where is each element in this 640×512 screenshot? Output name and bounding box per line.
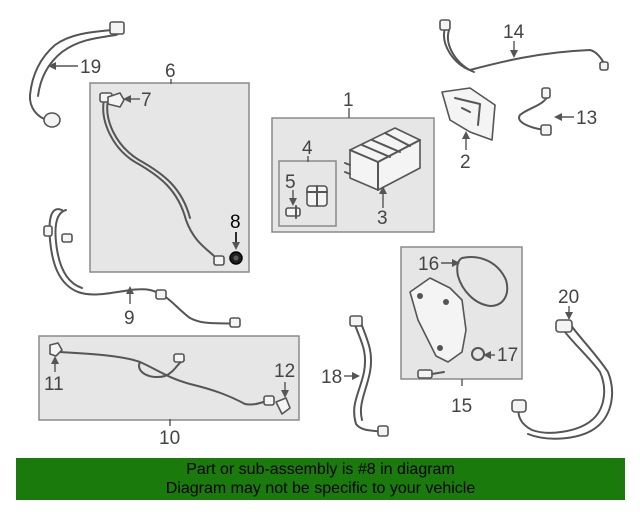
tube-6 [99,92,225,266]
callout-4: 4 [302,138,313,159]
bolt-15 [417,369,445,379]
group-box-6 [89,82,250,273]
sensor-5 [285,205,301,219]
callout-5: 5 [285,172,296,193]
canister-3 [344,127,421,191]
housing-15 [409,277,467,363]
footer-line-1: Part or sub-assembly is #8 in diagram [186,461,455,478]
clip-11 [49,342,63,357]
callout-7: 7 [141,90,152,111]
callout-10: 10 [159,428,180,449]
hose-19 [28,21,125,128]
hose-20 [511,319,614,440]
callout-9: 9 [124,308,135,329]
callout-19: 19 [80,57,101,78]
callout-2: 2 [460,152,471,173]
callout-17: 17 [497,345,518,366]
tube-9 [43,208,241,328]
callout-6: 6 [165,61,176,82]
callout-14: 14 [503,22,525,43]
callout-13: 13 [576,108,597,129]
callout-12: 12 [274,361,295,382]
callout-15: 15 [451,396,472,417]
clip-12 [275,397,291,415]
fitting-7 [107,92,125,108]
footer-line-2: Diagram may not be specific to your vehi… [165,480,476,497]
callout-18: 18 [321,367,342,388]
gasket-16 [456,256,509,307]
callout-1: 1 [343,90,354,111]
parts-diagram: 19 6 7 8 1 3 4 5 [28,19,614,449]
footer-notice: Part or sub-assembly is #8 in diagram Di… [16,458,625,500]
callout-3: 3 [377,208,388,229]
callout-8: 8 [230,212,241,233]
sensor-wire-14 [439,19,609,73]
valve-4 [306,185,328,207]
callout-11: 11 [44,374,64,395]
tube-10 [59,351,275,406]
grommet-8 [229,251,243,265]
callout-20: 20 [558,287,579,308]
group-box-10 [38,335,300,421]
sensor-13 [518,87,552,136]
bracket-2 [441,87,496,141]
callout-16: 16 [418,254,439,275]
tube-18 [349,315,389,437]
